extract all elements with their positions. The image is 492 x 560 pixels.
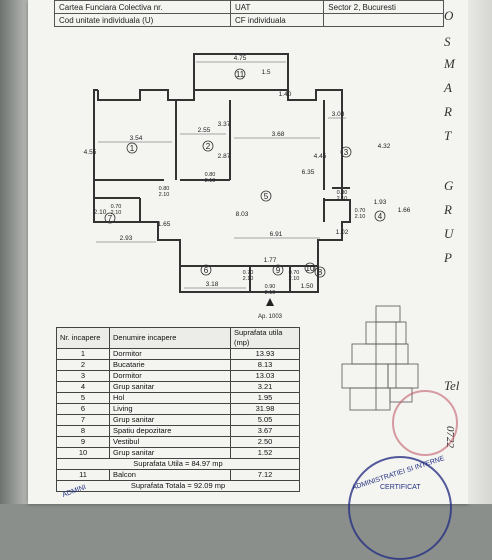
- side-letter: R: [444, 104, 452, 119]
- room-label-1: 1: [130, 144, 135, 153]
- side-letter: G: [444, 178, 454, 193]
- right-background: [468, 0, 492, 504]
- door-1-width: 0.80: [159, 186, 170, 192]
- door-7-height: 2.10: [289, 276, 300, 282]
- dim-4-55: 4.55: [84, 149, 97, 156]
- room-label-10: 10: [306, 264, 315, 273]
- door-3-width: 0.80: [337, 190, 348, 196]
- cartea-label: Cartea Funciara Colectiva nr.: [54, 0, 231, 14]
- door-6-width: 0.70: [243, 270, 254, 276]
- dim-1-66: 1.66: [398, 207, 411, 214]
- dim-2-87: 2.87: [218, 153, 231, 160]
- left-background: [0, 0, 28, 504]
- entrance-arrow-icon: [266, 298, 274, 306]
- door-3-height: 2.10: [337, 196, 348, 202]
- total-area-summary: Suprafata Totala = 92.09 mp: [56, 480, 300, 492]
- cadastral-header-table: Cartea Funciara Colectiva nr. UAT Sector…: [54, 0, 444, 27]
- dim-balcony-depth: 1.5: [261, 69, 270, 76]
- side-letter: O: [444, 8, 454, 23]
- dim-6-91: 6.91: [270, 231, 283, 238]
- side-letter: T: [444, 128, 452, 143]
- dim-3-08: 3.08: [332, 111, 345, 118]
- stamp-subtext: CERTIFICAT: [380, 484, 421, 491]
- floor-plan: 1 2 3 4 5 6 7 8 9 10 11 4.75 1.5 3.54 2.…: [84, 53, 411, 320]
- dim-balcony-width: 4.75: [234, 55, 247, 62]
- room-label-9: 9: [276, 266, 281, 275]
- door-5-height: 2.10: [111, 210, 122, 216]
- cf-label: CF individuala: [229, 13, 325, 27]
- dim-1-65: 1.65: [158, 221, 171, 228]
- col-header-nr: Nr. incapere: [56, 327, 110, 349]
- cf-value: [323, 13, 444, 27]
- side-letter: P: [444, 250, 452, 265]
- dim-8-03: 8.03: [236, 211, 249, 218]
- uat-label: UAT: [229, 0, 325, 14]
- room-label-7: 7: [108, 214, 113, 223]
- door-2-width: 0.80: [205, 172, 216, 178]
- door-5-width: 0.70: [111, 204, 122, 210]
- side-tel: Tel: [444, 378, 460, 393]
- room-label-3: 3: [344, 148, 349, 157]
- door-8-width: 0.90: [265, 284, 276, 290]
- dim-1-50: 1.50: [301, 283, 314, 290]
- door-6-height: 2.10: [243, 276, 254, 282]
- side-letter: M: [444, 56, 455, 71]
- side-letter: A: [444, 80, 452, 95]
- dim-1-02: 1.02: [336, 229, 349, 236]
- door-4-width: 0.70: [355, 208, 366, 214]
- dim-1-77: 1.77: [264, 257, 277, 264]
- dim-3-68: 3.68: [272, 131, 285, 138]
- side-letter: R: [444, 202, 452, 217]
- col-header-area: Suprafata utila (mp): [230, 327, 300, 349]
- door-7-width: 0.70: [289, 270, 300, 276]
- useful-area-summary: Suprafata Utila = 84.97 mp: [56, 458, 300, 470]
- room-label-4: 4: [378, 212, 383, 221]
- dim-3-18: 3.18: [206, 281, 219, 288]
- dim-2-55: 2.55: [198, 127, 211, 134]
- door-1-height: 2.10: [159, 192, 170, 198]
- dim-4-45: 4.45: [314, 153, 327, 160]
- room-label-2: 2: [206, 142, 211, 151]
- dim-1-40: 1.40: [279, 91, 292, 98]
- room-label-11: 11: [236, 70, 245, 79]
- building-key-plan: [341, 305, 419, 411]
- door-4-height: 2.10: [355, 214, 366, 220]
- dim-4-32: 4.32: [378, 143, 391, 150]
- dim-3-37: 3.37: [218, 121, 231, 128]
- side-letter: U: [444, 226, 454, 241]
- room-label-5: 5: [264, 192, 269, 201]
- dim-6-35: 6.35: [302, 169, 315, 176]
- door-2-height: 2.10: [205, 178, 216, 184]
- side-letter: S: [444, 34, 451, 49]
- apartment-label: Ap. 1003: [258, 314, 283, 320]
- dim-2-93: 2.93: [120, 235, 133, 242]
- col-header-name: Denumire incapere: [109, 327, 231, 349]
- dim-3-54: 3.54: [130, 135, 143, 142]
- room-label-8: 8: [318, 268, 323, 277]
- uat-value: Sector 2, Bucuresti: [323, 0, 444, 14]
- door-8-height: 2.10: [265, 290, 276, 296]
- red-stamp: [392, 390, 458, 456]
- dim-1-93: 1.93: [374, 199, 387, 206]
- cod-label: Cod unitate individuala (U): [54, 13, 231, 27]
- dim-2-10: 2.10: [94, 209, 107, 216]
- room-label-6: 6: [204, 266, 209, 275]
- rooms-table: Nr. incapere Denumire incapere Suprafata…: [56, 327, 300, 492]
- balcony-outline: [193, 53, 289, 90]
